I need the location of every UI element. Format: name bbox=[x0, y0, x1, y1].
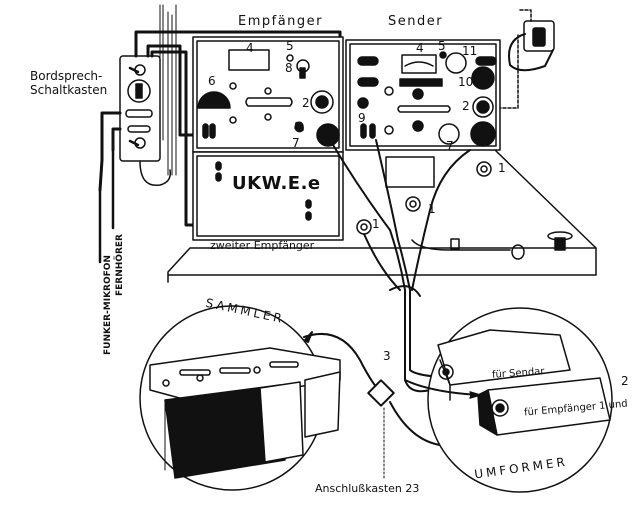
receiver-callout: 6 bbox=[208, 74, 216, 88]
receiver-callout: 2 bbox=[302, 96, 310, 110]
mount-callout: 1 bbox=[372, 217, 380, 231]
shelf-hardware bbox=[411, 231, 573, 260]
transmitter-callout: 11 bbox=[462, 44, 478, 58]
cable-callout: 3 bbox=[383, 349, 391, 363]
microphone-label: FUNKER-MIKROFON bbox=[103, 255, 113, 355]
receiver-callout: 5 bbox=[286, 39, 294, 53]
receiver-callout: 8 bbox=[285, 61, 293, 75]
converter-callout: 2 bbox=[621, 374, 629, 388]
converter-inset bbox=[404, 307, 613, 493]
second-receiver-title: UKW.E.e bbox=[232, 173, 321, 194]
transmitter-callout: 7 bbox=[446, 139, 454, 153]
bordsprech-label: Bordsprech-Schaltkasten bbox=[30, 69, 108, 97]
second-receiver-unit bbox=[192, 151, 344, 241]
transmitter-callout: 5 bbox=[438, 39, 446, 53]
second-receiver-label: zweiter Empfänger bbox=[210, 239, 315, 252]
headphones-label: FERNHÖRER bbox=[115, 234, 125, 296]
receiver-callout: 4 bbox=[246, 41, 254, 55]
mount-callout: 1 bbox=[428, 202, 436, 216]
transmitter-label: Sender bbox=[388, 14, 444, 29]
junction-box-label: Anschlußkasten 23 bbox=[315, 482, 420, 495]
mounting-table bbox=[167, 149, 597, 283]
transmitter-unit bbox=[345, 39, 501, 151]
shock-mounts bbox=[356, 156, 492, 235]
receiver-callout: 7 bbox=[292, 136, 300, 150]
wall-socket bbox=[499, 9, 555, 109]
transmitter-callout: 2 bbox=[462, 99, 470, 113]
receiver-unit bbox=[192, 36, 344, 153]
main-cable-bundle bbox=[329, 139, 471, 393]
mount-callout: 1 bbox=[498, 161, 506, 175]
transmitter-callout: 10 bbox=[458, 75, 474, 89]
transmitter-callout: 4 bbox=[416, 41, 424, 55]
bordsprech-box bbox=[119, 55, 172, 187]
receiver-label: Empfänger bbox=[238, 14, 324, 29]
battery-inset bbox=[139, 305, 341, 491]
microphone-lines bbox=[98, 148, 115, 264]
transmitter-callout: 9 bbox=[358, 111, 366, 125]
